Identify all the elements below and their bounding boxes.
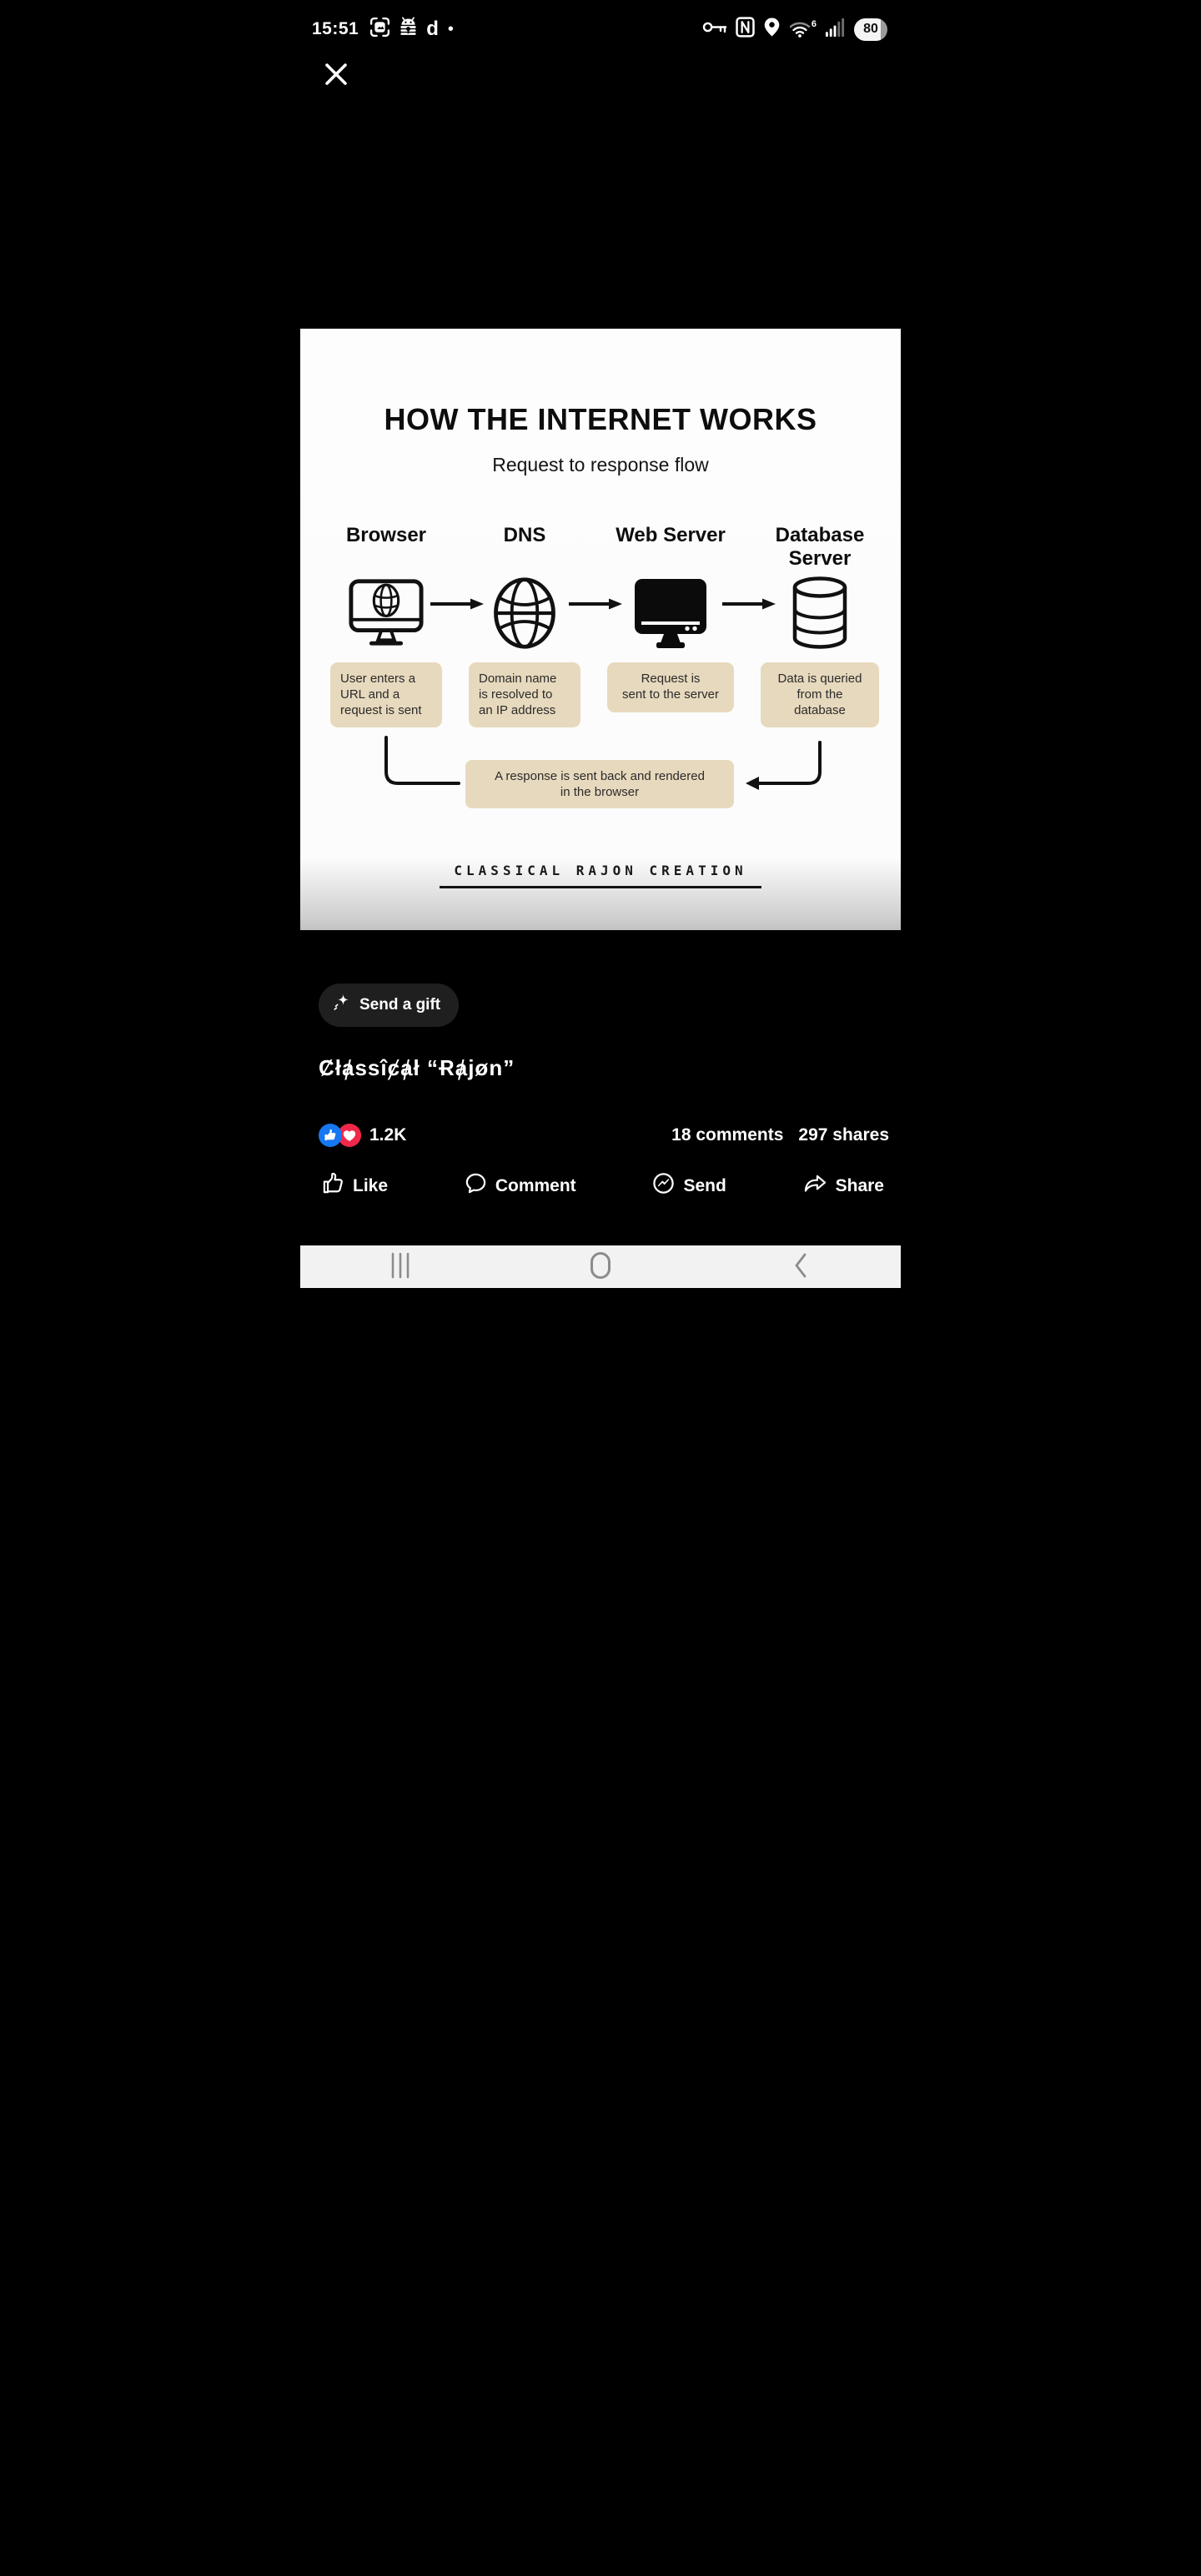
wifi6-icon: 6 — [789, 18, 817, 38]
step-label: Database Server — [775, 524, 865, 570]
close-icon — [322, 63, 350, 91]
shares-count[interactable]: 297 shares — [798, 1125, 889, 1145]
step-description: Request is sent to the server — [607, 662, 734, 712]
recents-button[interactable] — [387, 1249, 414, 1285]
share-arrow-icon — [803, 1173, 827, 1200]
step-description: User enters a URL and a request is sent — [330, 662, 442, 728]
android-lock-icon — [398, 17, 419, 42]
share-button[interactable]: Share — [803, 1173, 884, 1200]
clock: 15:51 — [312, 19, 359, 38]
notification-dot: • — [447, 20, 454, 38]
post-footer: Send a gift Ȼłⱥssîȼⱥł “Ɍⱥjøn” 1.2K 18 co… — [300, 930, 901, 1245]
post-author-title: Ȼłⱥssîȼⱥł “Ɍⱥjøn” — [319, 1055, 515, 1080]
monitor-filled-icon — [632, 574, 709, 652]
send-gift-button[interactable]: Send a gift — [319, 984, 460, 1027]
status-bar: 15:51 — [300, 0, 901, 48]
status-bar-right: 6 80 — [702, 17, 887, 42]
home-button[interactable] — [586, 1248, 615, 1285]
love-reaction-icon — [338, 1124, 361, 1147]
back-chevron-icon — [793, 1252, 808, 1281]
screenshot-icon — [369, 17, 390, 42]
step-label: Browser — [345, 524, 427, 546]
credit-block: CLASSICAL RAJON CREATION — [300, 863, 901, 888]
location-icon — [763, 17, 781, 42]
flow-step-browser: Browser User enters a URL and a request … — [330, 524, 442, 740]
action-bar: Like Comment Send — [322, 1172, 884, 1200]
battery-indicator: 80 — [854, 18, 887, 41]
thumbs-up-icon — [322, 1172, 344, 1200]
messenger-icon — [652, 1172, 675, 1200]
arrow-right-icon — [569, 597, 622, 615]
infographic-subtitle: Request to response flow — [492, 454, 709, 475]
monitor-globe-icon — [348, 574, 425, 652]
recents-icon — [390, 1252, 410, 1281]
credit-underline — [440, 886, 761, 888]
arrow-right-icon — [430, 597, 484, 615]
post-image-infographic[interactable]: HOW THE INTERNET WORKS Request to respon… — [300, 329, 901, 930]
step-label: Web Server — [616, 524, 726, 546]
send-button[interactable]: Send — [652, 1172, 726, 1200]
send-gift-label: Send a gift — [359, 996, 441, 1014]
flow-step-dns: DNS Domain name is resolved to an IP add… — [469, 524, 580, 740]
nfc-icon — [736, 17, 755, 42]
d-app-icon: d — [426, 18, 439, 40]
comment-button[interactable]: Comment — [465, 1172, 576, 1200]
back-button[interactable] — [790, 1249, 812, 1285]
comment-bubble-icon — [465, 1172, 487, 1200]
system-navbar — [300, 1245, 901, 1288]
globe-icon — [490, 574, 559, 652]
share-label: Share — [835, 1175, 884, 1195]
reaction-count: 1.2K — [369, 1125, 407, 1145]
engagement-row: 1.2K 18 comments 297 shares — [319, 1119, 889, 1152]
step-description: Data is queried from the database — [761, 662, 879, 728]
comment-label: Comment — [495, 1175, 576, 1195]
step-description: Domain name is resolved to an IP address — [469, 662, 580, 728]
flow-step-database-server: Database Server Data is queried from the… — [761, 524, 879, 740]
like-reaction-icon — [319, 1124, 342, 1147]
arrow-right-icon — [722, 597, 776, 615]
send-label: Send — [683, 1175, 726, 1195]
wifi-generation-badge: 6 — [811, 18, 817, 29]
credit-text: CLASSICAL RAJON CREATION — [454, 863, 747, 878]
sparkle-icon — [332, 993, 352, 1018]
key-icon — [702, 20, 727, 38]
comments-count[interactable]: 18 comments — [671, 1125, 784, 1145]
infographic-title: HOW THE INTERNET WORKS — [384, 402, 817, 436]
flow-columns: Browser User enters a URL and a request … — [330, 524, 879, 740]
response-note-box: A response is sent back and rendered in … — [465, 760, 734, 808]
like-label: Like — [353, 1175, 389, 1195]
step-label: DNS — [503, 524, 546, 546]
like-button[interactable]: Like — [322, 1172, 388, 1200]
top-black-zone: 15:51 — [300, 0, 901, 329]
reactions-summary[interactable]: 1.2K — [319, 1124, 406, 1147]
close-button[interactable] — [321, 60, 351, 90]
database-icon — [790, 574, 850, 652]
signal-icon — [825, 17, 846, 42]
home-icon — [590, 1251, 611, 1282]
phone-screen: 15:51 — [300, 0, 901, 1288]
counts: 18 comments 297 shares — [671, 1125, 889, 1145]
status-bar-left: 15:51 — [312, 17, 454, 42]
flow-step-web-server: Web Server Request is sent to the server — [607, 524, 734, 740]
